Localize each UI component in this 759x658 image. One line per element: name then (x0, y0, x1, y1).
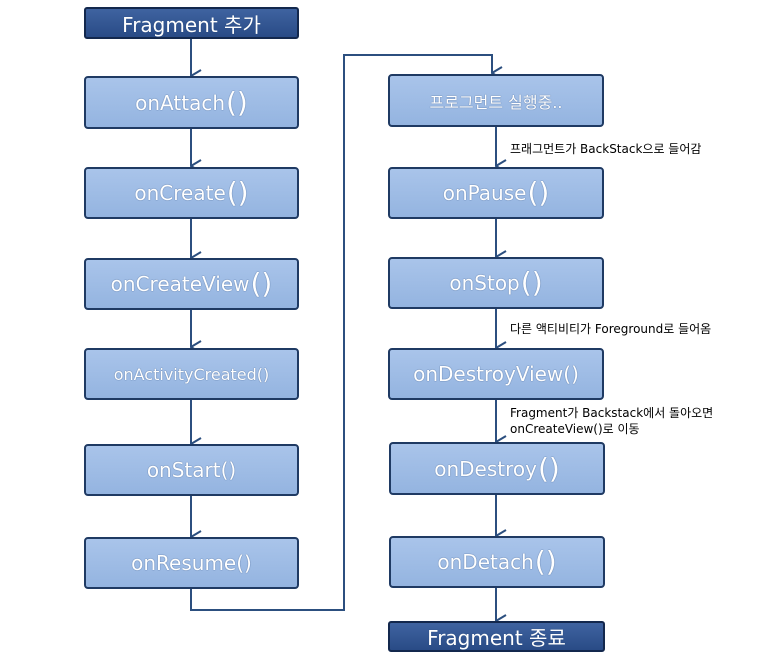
node-ondestroy-paren: () (537, 451, 560, 485)
start-node-label: Fragment 추가 (122, 12, 261, 37)
note-to-backstack: 프래그먼트가 BackStack으로 들어감 (510, 142, 702, 156)
node-ondestroyview-label: onDestroyView() (413, 362, 579, 386)
node-onattach: onAttach() (84, 76, 299, 129)
node-oncreate-paren: () (226, 176, 249, 209)
end-node-label: Fragment 종료 (427, 626, 566, 650)
end-node: Fragment 종료 (388, 621, 605, 652)
node-onattach-label: onAttach (135, 90, 225, 115)
node-onattach-paren: () (226, 85, 248, 119)
node-onactivitycreated-label: onActivityCreated() (113, 364, 270, 384)
node-onpause: onPause() (388, 167, 604, 219)
node-onactivitycreated: onActivityCreated() (84, 348, 299, 400)
node-oncreateview-paren: () (250, 267, 273, 300)
arrow-onresume-to-running (190, 54, 492, 611)
node-onstop-label: onStop (449, 271, 520, 295)
node-onresume: onResume() (84, 537, 299, 589)
node-onstop-paren: () (520, 266, 543, 299)
node-ondestroy: onDestroy() (389, 442, 605, 495)
node-ondestroy-label: onDestroy (434, 456, 537, 481)
node-onpause-paren: () (527, 176, 550, 209)
node-oncreate-label: onCreate (134, 181, 226, 205)
note-return-line1: Fragment가 Backstack에서 돌아오면 (510, 406, 714, 420)
node-oncreateview: onCreateView() (84, 258, 299, 310)
note-other-activity: 다른 액티비티가 Foreground로 들어옴 (510, 322, 712, 336)
node-running: 프로그먼트 실행중.. (388, 74, 604, 127)
node-onpause-label: onPause (442, 181, 527, 205)
node-oncreate: onCreate() (84, 167, 299, 219)
note-return-line2: onCreateView()로 이동 (510, 422, 640, 436)
node-onstop: onStop() (388, 257, 604, 309)
node-onresume-label: onResume() (131, 551, 252, 575)
node-onstart-label: onStart() (146, 458, 237, 482)
node-ondetach: onDetach() (389, 536, 605, 588)
node-running-label: 프로그먼트 실행중.. (429, 92, 563, 112)
node-oncreateview-label: onCreateView (110, 272, 250, 296)
start-node: Fragment 추가 (84, 7, 299, 39)
node-ondetach-paren: () (534, 545, 557, 578)
node-ondetach-label: onDetach (437, 550, 534, 574)
node-onstart: onStart() (84, 444, 299, 496)
node-ondestroyview: onDestroyView() (388, 348, 604, 400)
